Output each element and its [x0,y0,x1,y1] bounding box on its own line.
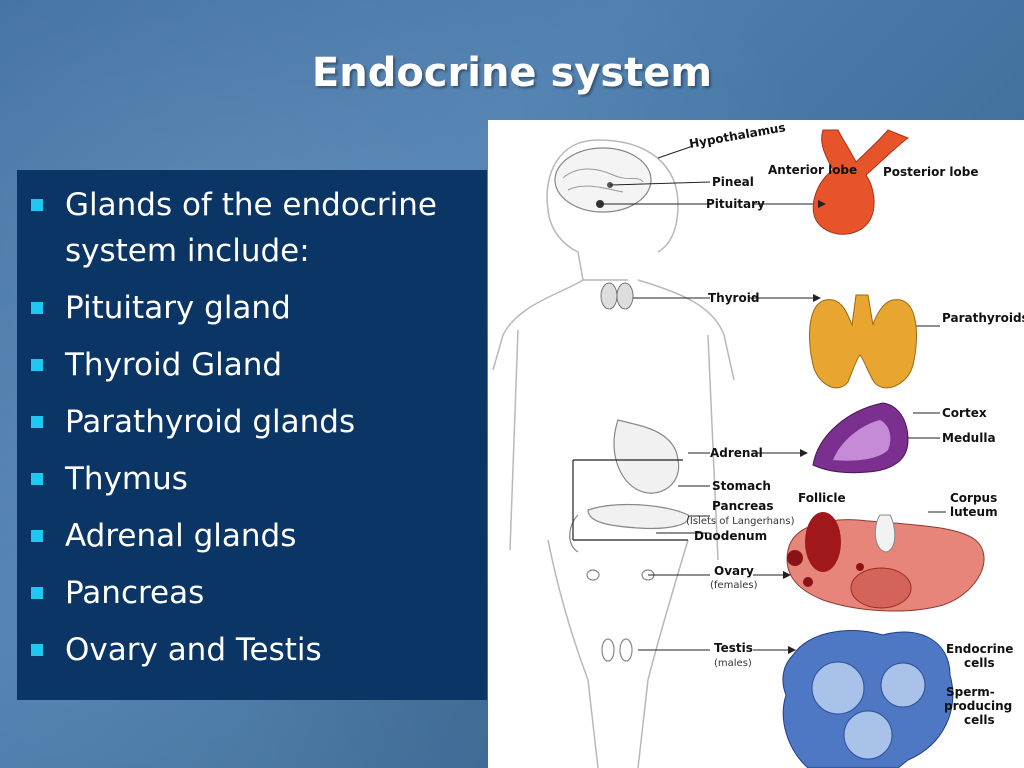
label-endocrine-cells: cells [964,656,995,670]
label-sperm-cells: cells [964,713,995,727]
bullet-marker [31,359,43,371]
label-islets: (Islets of Langerhans) [686,516,795,527]
label-pituitary: Pituitary [706,197,765,211]
bullet-item: Thymus [31,456,473,502]
label-hypothalamus: Hypothalamus [688,120,786,151]
bullet-text: Thyroid Gland [65,347,283,383]
bullet-item: Thyroid Gland [31,342,473,388]
bullet-item: Pituitary gland [31,285,473,331]
label-corpus: Corpus [950,491,997,505]
label-cortex: Cortex [942,406,987,420]
bullet-marker [31,530,43,542]
label-sperm: Sperm- [946,685,995,699]
brain-illustration [554,147,652,213]
thyroid-illustration [809,294,917,389]
bullet-text: Pituitary gland [65,290,291,326]
label-medulla: Medulla [942,431,996,445]
adrenal-illustration [812,402,909,474]
label-adrenal: Adrenal [710,446,763,460]
label-stomach: Stomach [712,479,771,493]
bullet-marker [31,644,43,656]
testis-tissue-illustration [782,630,954,768]
label-testis: Testis [714,641,753,655]
label-duodenum: Duodenum [694,529,767,543]
bullet-item: Parathyroid glands [31,399,473,445]
label-parathyroids: Parathyroids [942,311,1024,325]
label-endocrine: Endocrine [946,642,1013,656]
endocrine-diagram: Hypothalamus Pineal Pituitary Anterior l… [488,120,1024,768]
bullet-item: Adrenal glands [31,513,473,559]
arrow-heads [783,200,826,654]
body-outline [492,139,735,768]
bullet-marker [31,587,43,599]
bullet-item: Pancreas [31,570,473,616]
label-pineal: Pineal [712,175,754,189]
bullet-text: Adrenal glands [65,518,297,554]
bullet-marker [31,199,43,211]
label-luteum: luteum [950,505,998,519]
slide-title: Endocrine system [311,50,713,96]
label-posterior-lobe: Posterior lobe [883,165,979,179]
bullet-panel: Glands of the endocrine system include: … [17,170,487,700]
label-males: (males) [714,658,752,669]
bullet-text: Thymus [65,461,188,497]
bullet-text: Parathyroid glands [65,404,356,440]
label-pancreas: Pancreas [712,499,774,513]
bullet-text: Glands of the endocrine system include: [65,187,437,269]
bullet-text: Pancreas [65,575,205,611]
label-producing: producing [944,699,1012,713]
label-thyroid: Thyroid [708,291,759,305]
adrenal-bracket [572,459,688,541]
label-anterior-lobe: Anterior lobe [768,163,857,177]
thyroid-small [600,282,634,310]
bullet-marker [31,473,43,485]
bullet-marker [31,416,43,428]
bullet-item: Ovary and Testis [31,627,473,673]
pituitary-illustration [812,129,910,235]
label-ovary: Ovary [714,564,754,578]
label-females: (females) [710,580,758,591]
bullet-text: Ovary and Testis [65,632,322,668]
bullet-item: Glands of the endocrine system include: [31,182,473,274]
ovary-illustration [786,512,985,612]
bullet-marker [31,302,43,314]
label-follicle: Follicle [798,491,846,505]
